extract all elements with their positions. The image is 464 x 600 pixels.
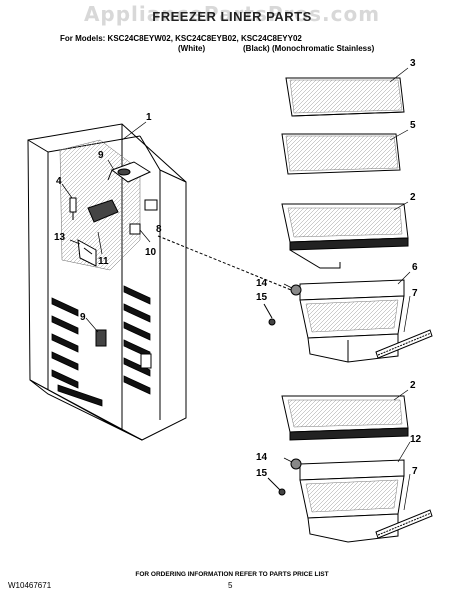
shelf-assembly-2-lower xyxy=(281,395,409,441)
glass-shelf-3 xyxy=(285,77,405,117)
callout-11: 11 xyxy=(98,256,109,267)
leader-lines xyxy=(61,67,411,511)
light-switch xyxy=(95,329,107,347)
side-hinge-part-left xyxy=(129,199,158,235)
watermark: AppliancePartsPros.com xyxy=(83,2,381,26)
page-title: FREEZER LINER PARTS xyxy=(152,9,312,24)
page-number: 5 xyxy=(228,581,233,590)
shelf-support-14-upper xyxy=(290,284,302,296)
callout-4: 4 xyxy=(56,176,62,187)
callout-7-upper: 7 xyxy=(412,288,418,299)
shelf-assembly-2-upper xyxy=(281,203,409,269)
callout-14-lower: 14 xyxy=(256,452,268,463)
callout-9-upper: 9 xyxy=(98,150,104,161)
variant-white: (White) xyxy=(178,44,206,53)
callout-14-upper: 14 xyxy=(256,278,268,289)
callout-15-upper: 15 xyxy=(256,292,268,303)
shelf-support-14-lower xyxy=(290,458,302,470)
screw-15-upper xyxy=(263,303,276,326)
callout-5: 5 xyxy=(410,120,416,131)
drawer-rail-7-upper xyxy=(375,329,433,359)
callout-1: 1 xyxy=(146,112,152,123)
callout-8: 8 xyxy=(156,224,162,235)
callout-6: 6 xyxy=(412,262,418,273)
variant-black: (Black) xyxy=(243,44,270,53)
document-number: W10467671 xyxy=(8,581,52,590)
drawer-rail-7-lower xyxy=(375,509,433,539)
damper-assembly xyxy=(107,161,152,183)
callout-3: 3 xyxy=(410,58,416,69)
callout-2-upper: 2 xyxy=(410,192,416,203)
ordering-notice: FOR ORDERING INFORMATION REFER TO PARTS … xyxy=(135,571,329,578)
callout-9-lower: 9 xyxy=(80,312,86,323)
callout-7-lower: 7 xyxy=(412,466,418,477)
freezer-liner xyxy=(27,123,187,441)
glass-shelf-5 xyxy=(281,133,401,175)
callout-12: 12 xyxy=(410,434,422,445)
callout-15-lower: 15 xyxy=(256,468,268,479)
callout-10: 10 xyxy=(145,247,157,258)
crisper-drawer-6 xyxy=(299,279,405,363)
wire-clip xyxy=(77,239,97,267)
callout-13: 13 xyxy=(54,232,66,243)
freezer-drawer-12 xyxy=(299,459,405,543)
light-socket xyxy=(69,197,77,220)
callout-2-lower: 2 xyxy=(410,380,416,391)
screw-15-lower xyxy=(267,477,286,496)
models-line: For Models: KSC24C8EYW02, KSC24C8EYB02, … xyxy=(60,34,302,43)
thermostat-bracket xyxy=(87,199,119,223)
variant-stainless: (Monochromatic Stainless) xyxy=(272,44,375,53)
